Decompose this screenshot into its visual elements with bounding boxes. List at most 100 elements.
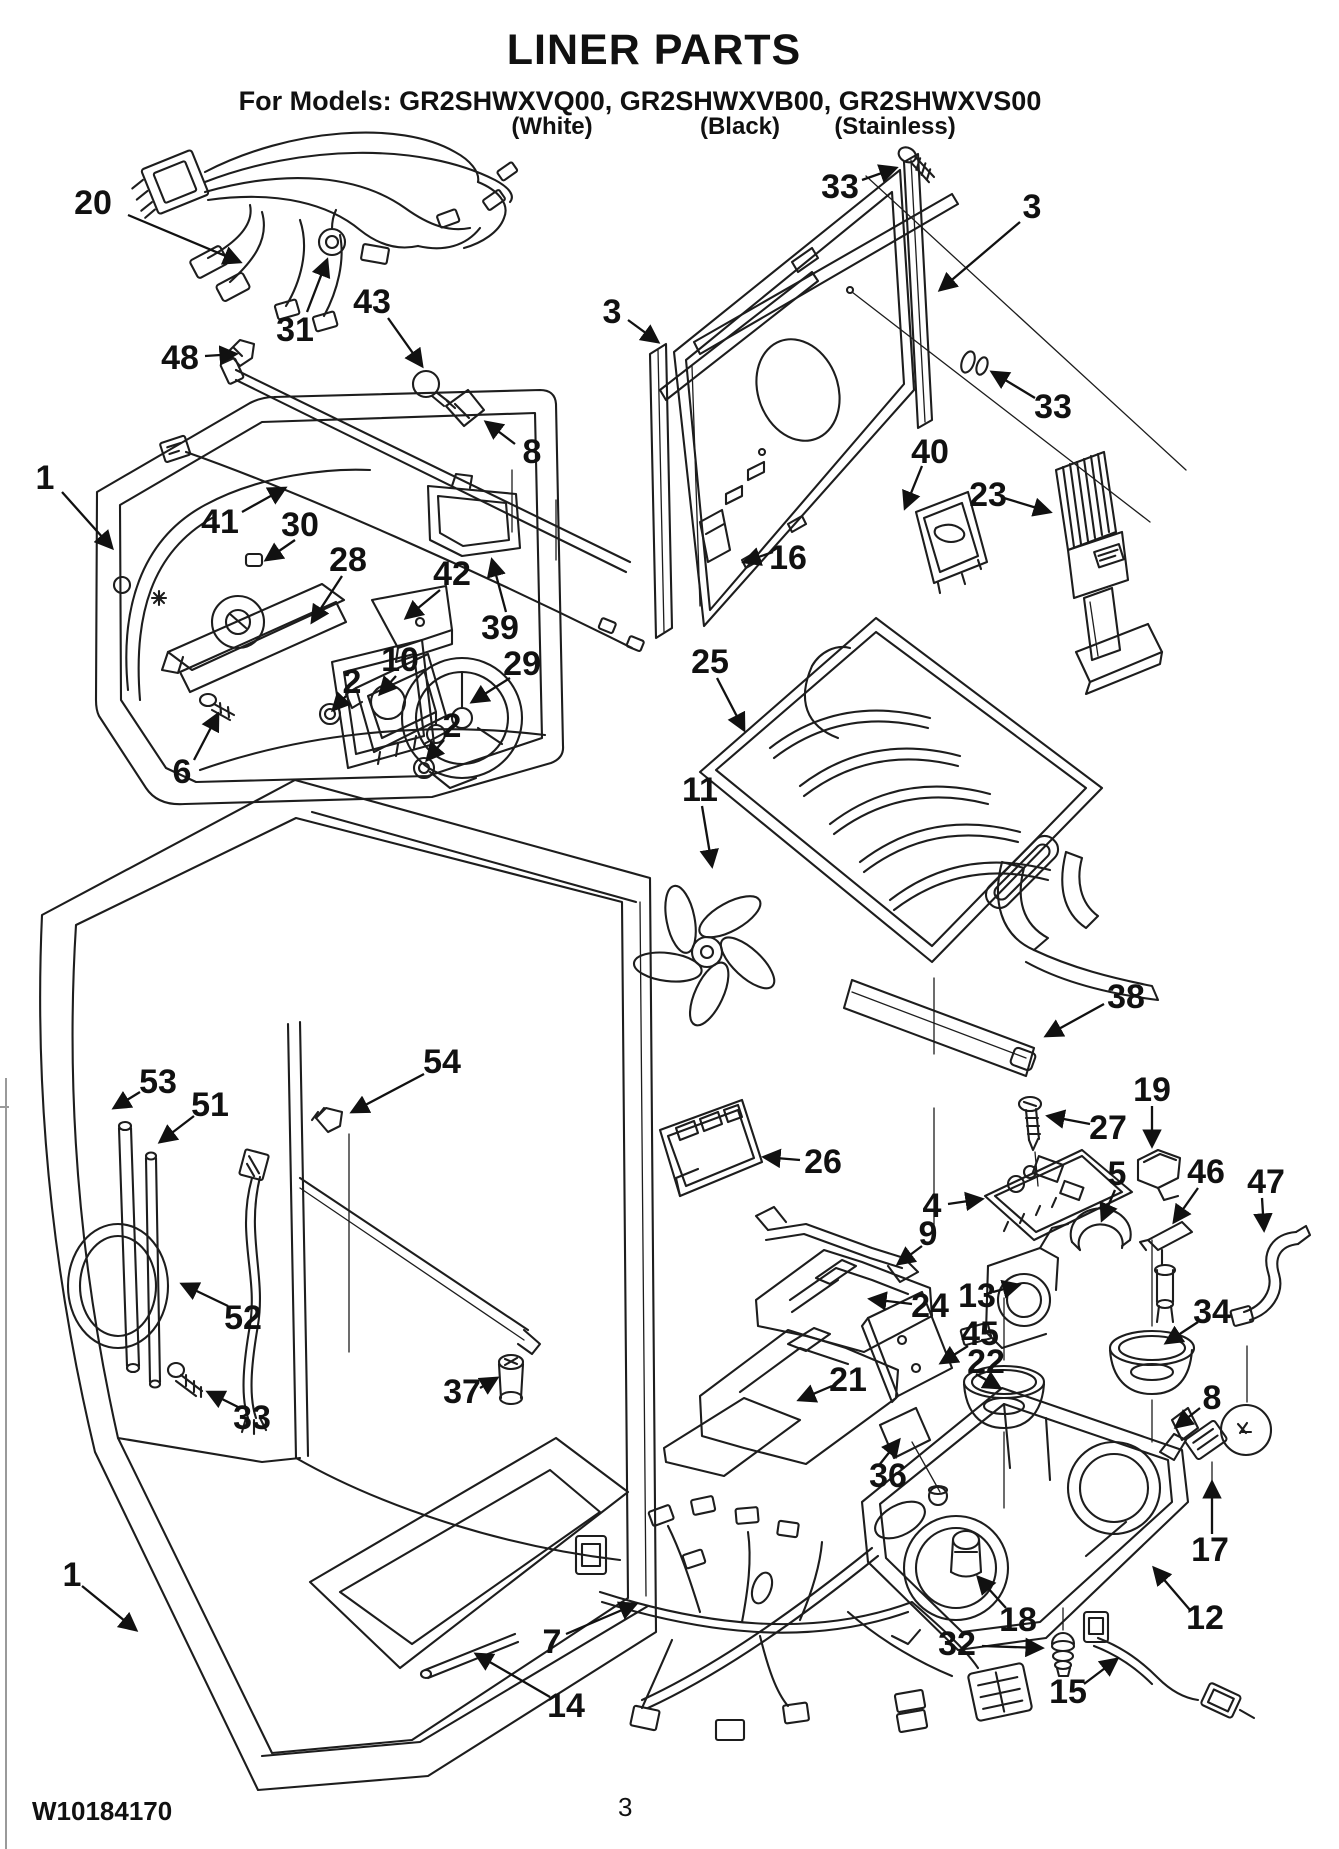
callout-arrow-29 <box>469 677 511 704</box>
callout-arrow-10 <box>378 675 399 697</box>
callout-number-2: 2 <box>443 707 462 745</box>
callout-arrow-13 <box>992 1279 1022 1299</box>
callout-number-7: 7 <box>543 1623 562 1661</box>
callout-number-38: 38 <box>1107 978 1145 1016</box>
callout-number-43: 43 <box>353 283 391 321</box>
callout-arrow-1 <box>61 491 114 551</box>
callout-arrow-46 <box>1172 1187 1199 1225</box>
callout-number-21: 21 <box>829 1361 867 1399</box>
callout-arrow-54 <box>349 1072 425 1114</box>
callout-arrow-30 <box>263 539 296 562</box>
callout-number-1: 1 <box>63 1556 82 1594</box>
callout-number-8: 8 <box>523 433 542 471</box>
callout-number-2: 2 <box>343 663 362 701</box>
callout-number-51: 51 <box>191 1086 229 1124</box>
clip-54-icon <box>314 1106 344 1134</box>
callout-arrow-8 <box>1173 1407 1201 1429</box>
callout-arrow-47 <box>1253 1197 1273 1233</box>
fan-blade-11 <box>632 884 776 1027</box>
thermostat-10 <box>354 652 448 754</box>
callout-arrow-15 <box>1083 1657 1120 1685</box>
light-socket-8-icon <box>444 388 486 428</box>
lamp-housing-39 <box>426 484 522 558</box>
callout-number-24: 24 <box>911 1287 949 1325</box>
callout-arrow-24 <box>867 1291 913 1311</box>
callout-arrow-5 <box>1099 1189 1118 1223</box>
callout-arrow-32 <box>981 1637 1045 1658</box>
callout-number-3: 3 <box>1023 188 1042 226</box>
damper-26 <box>658 1098 764 1198</box>
screw-27-icon <box>1017 1095 1043 1152</box>
callout-number-34: 34 <box>1193 1293 1231 1331</box>
callout-arrow-22 <box>975 1371 1003 1390</box>
evaporator-panel-16 <box>648 146 1187 640</box>
wire-harness-20 <box>131 131 519 333</box>
callout-arrow-31 <box>305 257 331 313</box>
callout-arrow-9 <box>895 1245 923 1266</box>
callout-number-47: 47 <box>1247 1163 1285 1201</box>
callout-number-15: 15 <box>1049 1673 1087 1711</box>
callout-number-36: 36 <box>869 1457 907 1495</box>
callout-number-20: 20 <box>74 184 112 222</box>
fan-motor-13 <box>959 1222 1070 1350</box>
callout-arrow-4 <box>947 1191 985 1212</box>
callout-number-8: 8 <box>1203 1379 1222 1417</box>
callout-number-16: 16 <box>769 539 807 577</box>
callout-number-29: 29 <box>503 645 541 683</box>
callout-arrow-18 <box>976 1574 1007 1609</box>
page-number: 3 <box>618 1792 633 1822</box>
callout-number-4: 4 <box>923 1187 942 1225</box>
callout-number-39: 39 <box>481 609 519 647</box>
alignment-lines <box>933 977 1248 1533</box>
icemaker-23 <box>1054 450 1164 696</box>
callout-number-28: 28 <box>329 541 367 579</box>
callout-number-27: 27 <box>1089 1109 1127 1147</box>
callout-number-22: 22 <box>967 1343 1005 1381</box>
callout-arrow-48 <box>204 345 239 365</box>
callout-number-33: 33 <box>1034 388 1072 426</box>
callout-arrow-33 <box>989 370 1036 399</box>
callout-arrow-52 <box>179 1282 229 1308</box>
callout-arrow-38 <box>1043 1002 1105 1038</box>
callout-number-18: 18 <box>999 1601 1037 1639</box>
callout-arrow-43 <box>387 317 424 369</box>
callout-arrow-33 <box>861 164 899 183</box>
callout-arrow-39 <box>486 557 508 613</box>
callout-arrow-2 <box>331 691 352 713</box>
strap-47 <box>1229 1224 1312 1327</box>
finish-label-white: (White) <box>511 113 593 140</box>
callout-number-25: 25 <box>691 643 729 681</box>
lamp-housing-12 <box>860 1386 1190 1652</box>
tube-51 <box>144 1156 162 1384</box>
callout-number-30: 30 <box>281 506 319 544</box>
clip-19 <box>1136 1148 1182 1202</box>
callout-arrow-27 <box>1045 1109 1091 1129</box>
callout-arrow-2 <box>425 739 446 763</box>
air-duct-21 <box>662 1326 900 1478</box>
plug-37-icon <box>497 1353 525 1406</box>
finish-label-stainless: (Stainless) <box>834 113 956 140</box>
callout-arrow-42 <box>403 589 441 620</box>
bulb-43-icon <box>411 369 441 399</box>
callout-arrow-33 <box>205 1390 241 1410</box>
callout-arrow-40 <box>902 465 924 511</box>
tray-25 <box>698 616 1104 964</box>
lower-liner-shell <box>39 778 658 1792</box>
callout-arrow-28 <box>310 575 343 625</box>
callout-number-1: 1 <box>36 459 55 497</box>
callout-number-46: 46 <box>1187 1153 1225 1191</box>
clip-48-icon <box>226 338 256 368</box>
callout-arrow-34 <box>1163 1321 1199 1345</box>
callout-number-53: 53 <box>139 1063 177 1101</box>
callout-number-17: 17 <box>1191 1531 1229 1569</box>
callout-arrow-36 <box>879 1437 901 1465</box>
callout-arrow-20 <box>127 213 243 265</box>
drain-tube-52 <box>242 1176 254 1420</box>
screw-33-icon <box>166 1361 204 1399</box>
support-rail-38 <box>842 850 1160 1078</box>
control-board-4 <box>983 1095 1134 1242</box>
finish-label-black: (Black) <box>699 113 781 140</box>
